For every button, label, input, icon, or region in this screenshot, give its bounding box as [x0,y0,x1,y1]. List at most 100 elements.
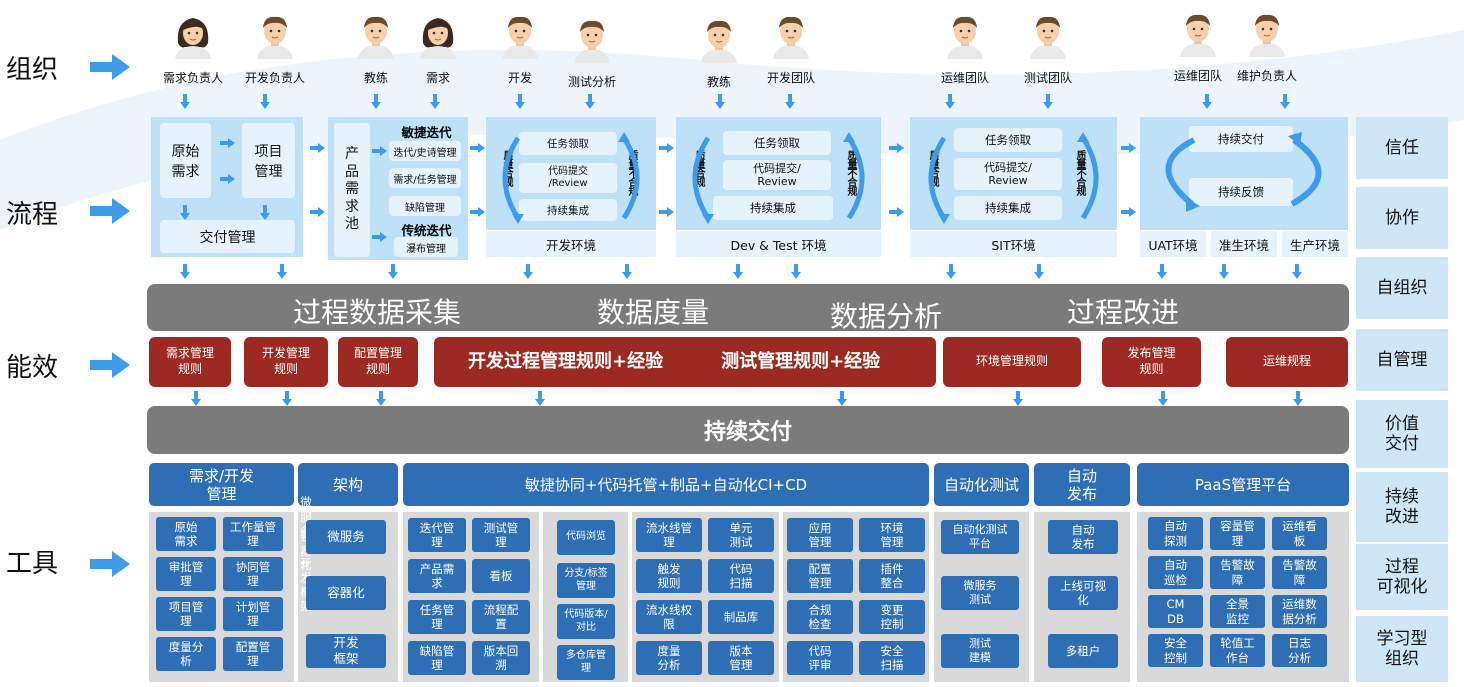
waterfall-management: 瀑布管理 [394,237,458,257]
tool-item: 流水线管 理 [636,518,702,552]
big-arrow-right-icon [90,54,130,80]
big-arrow-right-icon [90,352,130,378]
female-avatar-icon [173,13,213,59]
value-box: 信任 [1356,117,1448,179]
arrow-down-icon [523,264,533,279]
person-label: 教练 [363,71,388,85]
tool-item: 自动 发布 [1048,520,1118,554]
arrow-down-icon [945,94,955,109]
arrow-down-icon [260,205,270,220]
tool-item: 代码浏览 [557,520,615,555]
row-label-org: 组织 [6,55,59,85]
requirement-task-management: 需求/任务管理 [389,168,461,188]
cd-continuous-delivery-box: 持续交付 [1189,126,1293,152]
male-avatar-icon [771,13,811,59]
arrow-down-icon [785,94,795,109]
tool-item: 度量分 析 [156,637,216,671]
tool-item: 版本回 溯 [472,641,530,675]
agile-iteration-title: 敏捷迭代 [401,125,452,140]
tool-item: 项目管 理 [156,597,216,631]
arrow-down-icon [191,391,201,406]
continuous-delivery-bar: 持续交付 [147,406,1349,454]
tool-item: 多仓库管 理 [557,645,615,680]
male-avatar-icon [945,13,985,59]
devtest-code-commit-review: 代码提交/ Review [723,160,831,190]
cd-continuous-feedback-box: 持续反馈 [1189,178,1293,206]
uat-environment-label: UAT环境 [1140,231,1206,257]
tool-item: 任务管 理 [408,600,466,634]
male-avatar-icon [699,17,739,63]
big-arrow-right-icon [90,198,130,224]
arrow-down-icon [1219,264,1229,279]
traditional-iteration-title: 传统迭代 [401,223,452,238]
tool-item: 测试 建模 [941,634,1019,668]
tool-item: 自动 巡检 [1148,556,1203,589]
row-label-efficiency: 能效 [6,353,59,383]
arrow-down-icon [260,94,270,109]
person-label: 运维团队 [940,71,989,85]
big-arrow-right-icon [90,551,130,577]
sit-quality-fail-label: 质量不合规 [1074,150,1085,195]
person-label: 测试分析 [567,75,616,89]
person-label: 需求 [425,71,450,85]
arrow-right-icon [659,143,674,153]
arrow-down-icon [1280,94,1290,109]
tool-item: CM DB [1148,595,1203,628]
person-label: 需求负责人 [162,71,223,85]
arrow-right-icon [372,232,387,242]
original-requirement-box: 原始 需求 [160,123,211,198]
sit-loop-arrows-icon [928,132,1099,224]
rule-release-management: 发布管理 规则 [1102,337,1201,387]
arrow-right-icon [372,146,387,156]
arrow-down-icon [622,264,632,279]
devtest-quality-fail-label: 质量不合规 [845,150,856,195]
tool-item: 迭代管 理 [408,518,466,552]
male-avatar-icon [356,13,396,59]
dev-task-claim: 任务领取 [519,132,617,155]
tool-item: 告警故 障 [1210,556,1265,589]
arrow-down-icon [837,391,847,406]
tool-item: 缺陷管 理 [408,641,466,675]
rule-dev-process-experience: 开发过程管理规则+经验 [468,351,664,373]
tool-item: 开发 框架 [306,634,386,668]
value-box: 持续 改进 [1356,472,1448,542]
arrow-right-icon [470,207,485,217]
value-box: 价值 交付 [1356,400,1448,468]
tool-header-agile-ci-cd: 敏捷协同+代码托管+制品+自动化CI+CD [403,463,929,506]
product-requirement-pool: 产 品 需 求 池 [334,123,370,257]
arrow-down-icon [277,264,287,279]
arrow-down-icon [376,391,386,406]
arrow-down-icon [715,94,725,109]
arrow-right-icon [889,143,904,153]
arrow-down-icon [388,264,398,279]
tool-item: 自动 探测 [1148,517,1203,550]
tool-item: 容量管 理 [1210,517,1265,550]
tool-item: 应用 管理 [787,518,853,552]
tool-item: 运维数 据分析 [1272,595,1327,628]
arrow-down-icon [585,94,595,109]
tool-item: 触发 规则 [636,559,702,593]
tool-item: 微服务 [306,520,386,554]
arrow-down-icon [180,205,190,220]
arrow-down-icon [1293,391,1303,406]
person-label: 运维团队 [1173,69,1222,83]
arrow-down-icon [1043,94,1053,109]
tool-item: 安全 扫描 [859,641,925,675]
arrow-right-icon [1121,143,1136,153]
sit-code-commit-review: 代码提交/ Review [954,158,1062,190]
sit-task-claim: 任务领取 [954,128,1062,152]
rule-requirement-management: 需求管理 规则 [149,337,231,387]
tool-item: 版本 管理 [708,641,774,675]
arrow-right-icon [1121,207,1136,217]
devtest-environment-label: Dev & Test 环境 [676,231,881,257]
arrow-right-icon [220,174,235,184]
male-avatar-icon [1247,11,1287,57]
arrow-down-icon [180,94,190,109]
person-label: 开发负责人 [244,71,305,85]
tool-item: 告警故 障 [1272,556,1327,589]
male-avatar-icon [1028,13,1068,59]
tool-item: 合规 检查 [787,600,853,634]
tool-item: 测试管 理 [472,518,530,552]
tool-item: 度量 分析 [636,641,702,675]
tool-header-req-dev: 需求/开发 管理 [149,463,294,506]
